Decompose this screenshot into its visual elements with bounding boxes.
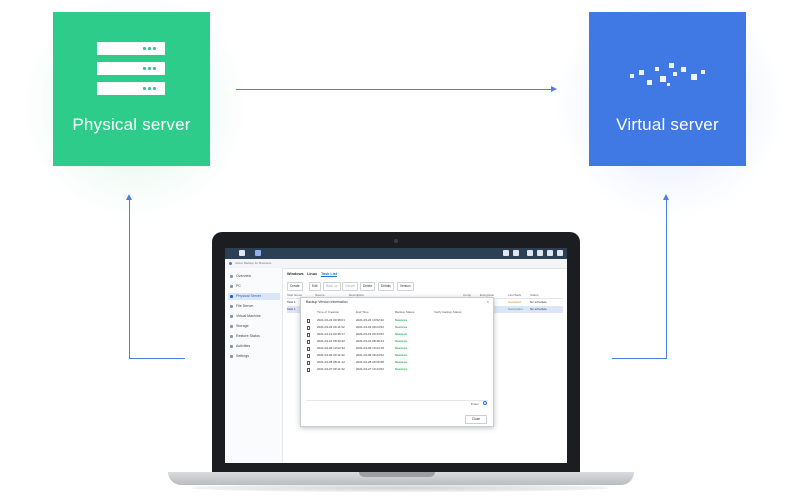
file-icon	[307, 318, 310, 323]
app-icon	[229, 262, 232, 265]
tab-linux[interactable]: Linux	[307, 272, 318, 276]
close-icon[interactable]: ×	[486, 299, 489, 304]
sidebar-item-activities[interactable]: Activities	[228, 343, 280, 350]
sidebar-item-pc[interactable]: PC	[228, 283, 280, 290]
main-menu-icon[interactable]	[239, 250, 245, 256]
notification-icon[interactable]	[503, 250, 509, 256]
virtual-server-card: Virtual server	[589, 12, 746, 166]
back-up-button[interactable]: Back up	[323, 282, 341, 291]
user-icon[interactable]	[527, 250, 533, 256]
laptop-screen: Active Backup for Business Overview PC P…	[225, 248, 567, 463]
backup-version-dialog: Backup Version Information × Time of Cre…	[300, 297, 494, 427]
sidebar-item-physical-server[interactable]: Physical Server	[228, 293, 280, 300]
refresh-icon[interactable]	[483, 401, 487, 405]
search-icon[interactable]	[537, 250, 543, 256]
edit-button[interactable]: Edit	[309, 282, 321, 291]
window-title: Active Backup for Business	[235, 261, 272, 265]
physical-server-label: Physical server	[72, 115, 191, 134]
sidebar-item-settings[interactable]: Settings	[228, 353, 280, 360]
sidebar-item-restore-status[interactable]: Restore Status	[228, 333, 280, 340]
dsm-taskbar	[225, 248, 567, 259]
sidebar-item-virtual-machine[interactable]: Virtual Machine	[228, 313, 280, 320]
file-icon	[307, 353, 310, 358]
webcam	[394, 239, 398, 243]
file-icon	[307, 339, 310, 344]
app-taskbar-icon[interactable]	[255, 250, 261, 256]
create-button[interactable]: Create	[287, 282, 303, 291]
sidebar-item-overview[interactable]: Overview	[228, 273, 280, 280]
delete-button[interactable]: Delete	[360, 282, 376, 291]
dialog-title: Backup Version Information	[306, 300, 348, 304]
virtual-server-label: Virtual server	[616, 115, 719, 134]
sidebar-item-storage[interactable]: Storage	[228, 323, 280, 330]
sidebar: Overview PC Physical Server File Server …	[225, 268, 283, 463]
file-icon	[307, 367, 310, 372]
close-button[interactable]: Close	[465, 415, 487, 424]
laptop-base	[168, 472, 634, 485]
cancel-button[interactable]: Cancel	[342, 282, 358, 291]
table-row[interactable]: Task 1 Canceled No schedule	[287, 300, 547, 304]
app-window-header: Active Backup for Business	[225, 259, 567, 269]
physical-server-card: Physical server	[53, 12, 210, 166]
file-icon	[307, 332, 310, 337]
file-icon	[307, 346, 310, 351]
chat-icon[interactable]	[513, 250, 519, 256]
sidebar-item-file-server[interactable]: File Server	[228, 303, 280, 310]
widgets-icon[interactable]	[547, 250, 553, 256]
file-icon	[307, 325, 310, 330]
file-icon	[307, 360, 310, 365]
version-button[interactable]: Version	[397, 282, 414, 291]
laptop-shadow	[190, 484, 610, 492]
options-icon[interactable]	[557, 250, 563, 256]
details-button[interactable]: Details	[378, 282, 394, 291]
item-count: 8 item	[470, 402, 479, 406]
tab-windows[interactable]: Windows	[287, 272, 304, 276]
laptop-notch	[359, 472, 435, 477]
tab-task-list[interactable]: Task List	[321, 272, 338, 277]
dialog-footer-divider	[306, 400, 488, 407]
